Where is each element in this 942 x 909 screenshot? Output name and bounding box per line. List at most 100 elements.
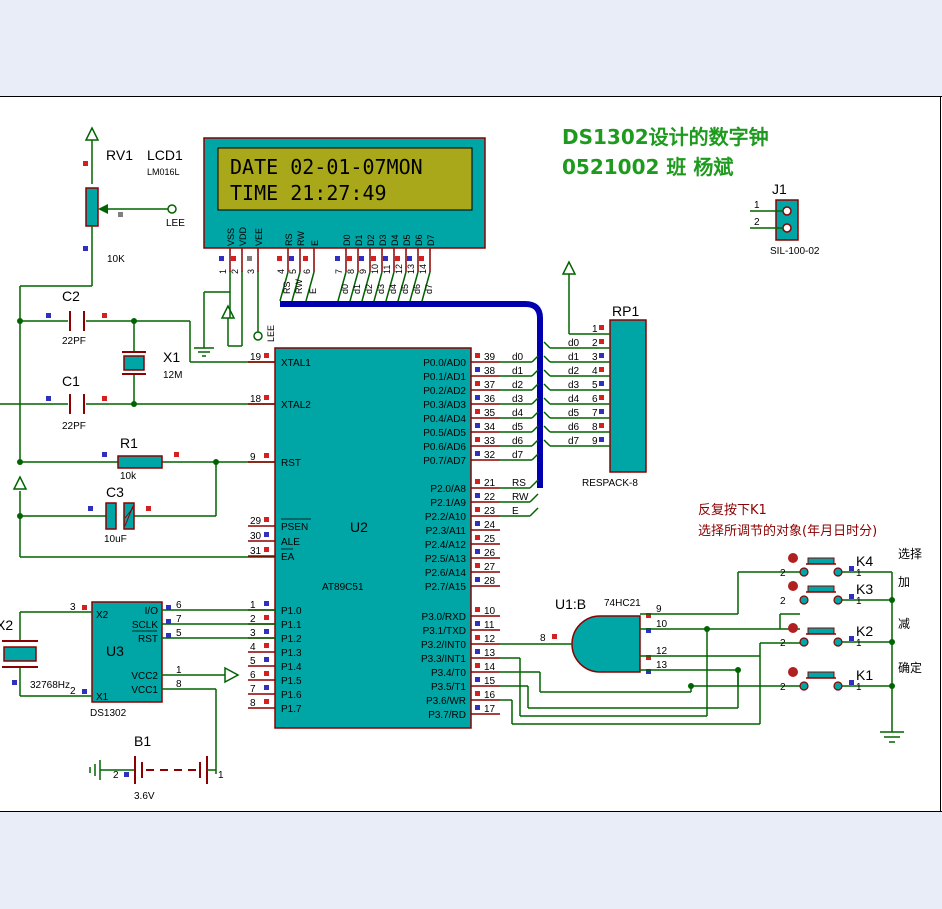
lcd-pin-num: 4	[276, 269, 286, 274]
u2-pin-num: 6	[250, 670, 256, 681]
u2-pin-num: 35	[484, 408, 496, 419]
b1-battery: B1 2 1 3.6V	[89, 733, 224, 802]
lee-terminal: LEE	[253, 325, 276, 342]
lcd-pin-name: VSS	[226, 228, 236, 246]
u2-p2-net-label: E	[512, 506, 519, 517]
lcd-line-2: TIME 21:27:49	[230, 181, 387, 205]
u3-pin-name: VCC1	[131, 685, 158, 696]
u2-pin-name: P2.7/A15	[425, 582, 467, 593]
lcd-pin-name: D2	[366, 234, 376, 246]
u2-pin-num: 8	[250, 698, 256, 709]
u2-pin-num: 4	[250, 642, 256, 653]
u3-pin-name: SCLK	[132, 620, 158, 631]
u2-part: AT89C51	[322, 582, 364, 593]
u2-pin-name: P0.6/AD6	[423, 442, 466, 453]
u2-p2-net-label: RW	[512, 492, 529, 503]
u3-pin-num: 7	[176, 614, 182, 625]
key-pin-right: 1	[856, 596, 862, 607]
u2-pin-name: P1.6	[281, 690, 302, 701]
usage-note-prefix: 反复按下	[698, 503, 750, 518]
lcd-ref: LCD1	[147, 147, 183, 163]
lcd-pin-num: 9	[358, 269, 368, 274]
u2-p0-net-label: d4	[512, 408, 524, 419]
r1-value: 10k	[120, 471, 137, 482]
b1-pin-a: 2	[113, 770, 119, 781]
schematic-sheet: DS1302设计的数字钟 0521002 班 杨斌 反复按下K1 选择所调节的对…	[0, 96, 942, 812]
rp1-pin-num: 5	[592, 380, 598, 391]
u2-p0-net-label: d3	[512, 394, 524, 405]
design-subtitle: 0521002 班 杨斌	[562, 155, 733, 179]
u3-pin-num: 8	[176, 679, 182, 690]
x2-crystal: X2 32768Hz	[0, 617, 70, 691]
u2-pin-name: P3.3/INT1	[421, 654, 466, 665]
u2-pin-name: EA	[281, 552, 295, 563]
u3-pin-name: I/O	[145, 606, 159, 617]
x2-ref: X2	[0, 617, 13, 633]
rp1-pin-num: 1	[592, 324, 598, 335]
c3-value: 10uF	[104, 534, 127, 545]
key-label: 选择	[898, 547, 922, 561]
lcd-line-1: DATE 02-01-07MON	[230, 155, 423, 179]
rp1-pin-num: 4	[592, 366, 598, 377]
key-ref: K3	[856, 581, 873, 597]
lcd-pin-name: D1	[354, 234, 364, 246]
lcd-display: DATE 02-01-07MON TIME 21:27:49 LCD1 LM01…	[147, 137, 486, 302]
key-pin-right: 1	[856, 682, 862, 693]
u3-pin-num: 1	[176, 665, 182, 676]
u2-pin-num: 12	[484, 634, 496, 645]
u1b-ref: U1:B	[555, 596, 586, 612]
lcd-pin-name: D3	[378, 234, 388, 246]
u2-microcontroller: U2 AT89C51 XTAL119XTAL218RST9PSEN29ALE30…	[248, 347, 500, 729]
lcd-net-label: d1	[352, 284, 362, 294]
u2-pin-num: 25	[484, 534, 496, 545]
b1-ref: B1	[134, 733, 151, 749]
u2-pin-name: P0.5/AD5	[423, 428, 466, 439]
u3-rtc: U3 DS1302 X2 3 X1 2 I/O6SCLK7RST5VCC21VC…	[19, 600, 275, 774]
lcd-pin-num: 10	[370, 264, 380, 274]
u2-pin-name: P1.3	[281, 648, 302, 659]
u2-pin-name: P3.1/TXD	[423, 626, 466, 637]
u2-p0-net-label: d5	[512, 422, 524, 433]
u2-pin-num: 10	[484, 606, 496, 617]
c1-ref: C1	[62, 373, 80, 389]
u2-pin-num: 17	[484, 704, 496, 715]
c1-capacitor: C1 22PF	[46, 373, 107, 432]
u2-pin-name: XTAL2	[281, 400, 311, 411]
u3-pin-x1-name: X1	[96, 692, 109, 703]
u2-pin-name: P1.1	[281, 620, 302, 631]
u1b-part: 74HC21	[604, 598, 641, 609]
rp1-pin-num: 8	[592, 422, 598, 433]
u2-pin-name: RST	[281, 458, 301, 469]
u2-pin-name: P1.2	[281, 634, 302, 645]
u2-pin-num: 3	[250, 628, 256, 639]
lcd-pin-num: 2	[230, 269, 240, 274]
u2-pin-num: 36	[484, 394, 496, 405]
lcd-pin-name: D4	[390, 234, 400, 246]
rv1-net-label: LEE	[166, 218, 185, 229]
rp1-ref: RP1	[612, 303, 639, 319]
u2-ref: U2	[350, 519, 368, 535]
u2-pin-num: 14	[484, 662, 496, 673]
lcd-pin-num: 6	[302, 269, 312, 274]
lcd-pins: VSS1VDD2VEE3RS4RW5E6D07D18D29D310D411D51…	[218, 226, 436, 302]
c1-value: 22PF	[62, 421, 86, 432]
lcd-pin-num: 8	[346, 269, 356, 274]
u2-left-pins: XTAL119XTAL218RST9PSEN29ALE30EA31P1.01P1…	[248, 352, 311, 715]
u2-pin-name: P1.5	[281, 676, 302, 687]
lcd-pin-name: RS	[284, 233, 294, 246]
u2-p0-net-label: d6	[512, 436, 524, 447]
b1-pin-b: 1	[218, 770, 224, 781]
u2-pin-name: P0.0/AD0	[423, 358, 466, 369]
rp1-net-label: d4	[568, 394, 580, 405]
c2-value: 22PF	[62, 336, 86, 347]
u2-pin-num: 26	[484, 548, 496, 559]
